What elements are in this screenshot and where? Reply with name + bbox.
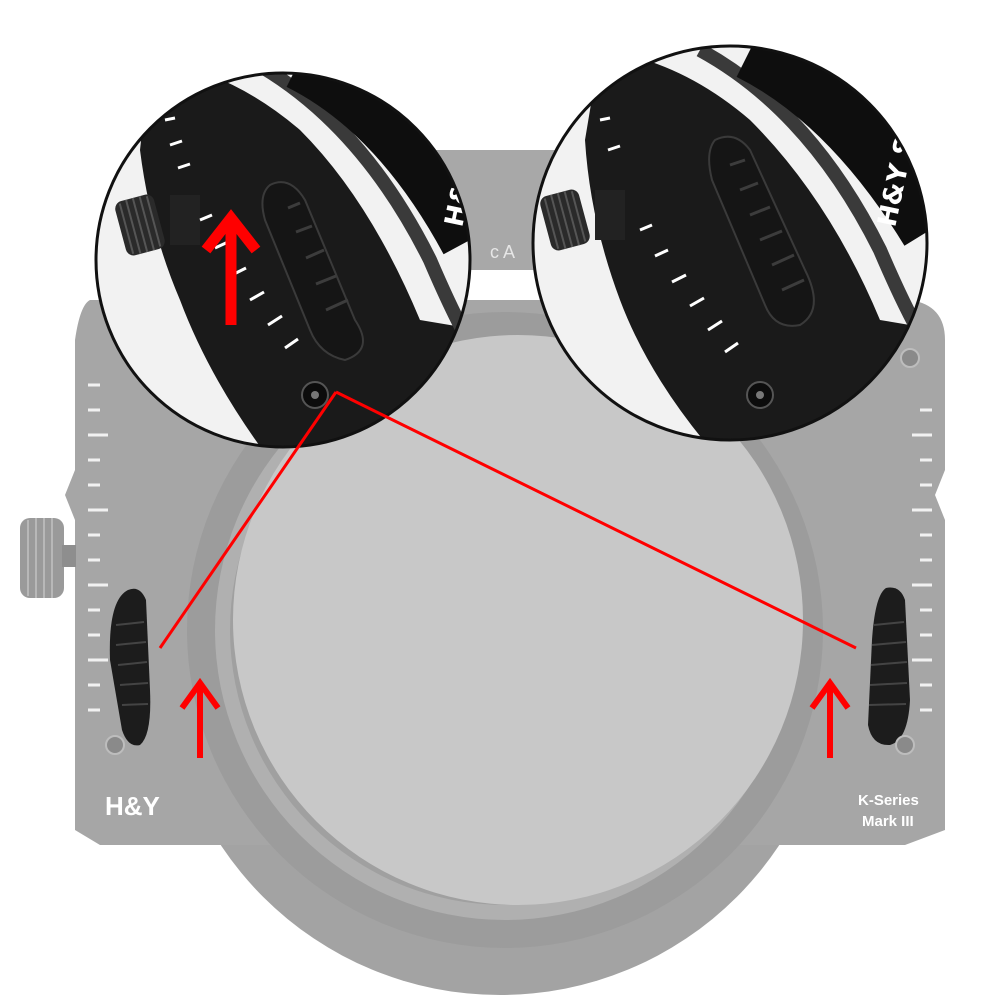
brand-logo: H&Y xyxy=(105,791,160,821)
zoom-circle-left: H&Y Swift mag xyxy=(94,71,472,449)
scale-ticks-left xyxy=(88,383,108,712)
screw-right-lower xyxy=(895,735,915,755)
scale-ticks-right xyxy=(912,408,932,712)
connector-line-left xyxy=(158,391,338,649)
screw-right-upper xyxy=(900,348,920,368)
latch-zoom-right xyxy=(708,135,815,327)
arrow-zoom-left xyxy=(201,209,261,325)
filter-glass xyxy=(233,335,803,905)
partial-ring-text: c A xyxy=(490,242,515,262)
connector-lines xyxy=(158,390,857,650)
series-mark-label: Mark III xyxy=(862,813,914,830)
latch-left xyxy=(109,588,151,746)
zoom-circle-right: H&Y Swift mag xyxy=(531,44,929,442)
series-label: K-Series xyxy=(858,792,919,809)
arrow-holder-right xyxy=(809,677,851,758)
rotation-knob xyxy=(20,518,76,598)
latch-zoom-left xyxy=(261,181,364,362)
screw-left-lower xyxy=(105,735,125,755)
connector-line-right xyxy=(335,390,857,650)
arrow-holder-left xyxy=(179,677,221,758)
